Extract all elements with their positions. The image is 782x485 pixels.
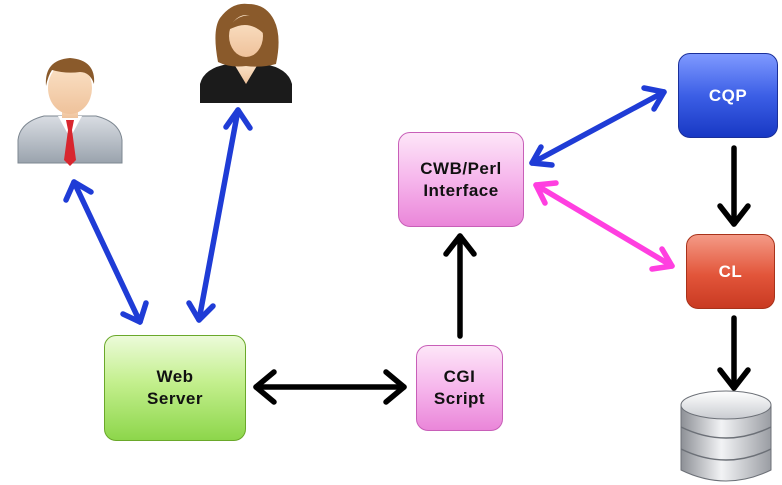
cgi-script-node: CGI Script bbox=[416, 345, 503, 431]
cwb-perl-interface-node: CWB/Perl Interface bbox=[398, 132, 524, 227]
arrow-cqp-cl bbox=[717, 145, 751, 227]
database-icon bbox=[680, 390, 772, 482]
arrow-cl-database bbox=[717, 315, 751, 391]
cqp-node: CQP bbox=[678, 53, 778, 138]
user-male-icon bbox=[17, 58, 123, 166]
arrow-cwb-cqp bbox=[529, 85, 667, 168]
arrow-web-cgi bbox=[253, 369, 407, 405]
cwb-perl-label-2: Interface bbox=[423, 180, 499, 200]
cgi-script-label-1: CGI bbox=[443, 367, 476, 386]
cgi-script-label-2: Script bbox=[433, 389, 486, 408]
web-server-node: Web Server bbox=[104, 335, 246, 441]
arrow-cgi-cwb bbox=[443, 233, 477, 339]
cl-label: CL bbox=[718, 261, 743, 281]
arrow-user-web-server-2 bbox=[186, 107, 253, 323]
arrow-cwb-cl bbox=[533, 180, 675, 272]
arrow-user-web-server bbox=[63, 179, 149, 325]
cqp-label: CQP bbox=[708, 85, 748, 105]
web-server-label-1: Web bbox=[156, 367, 194, 386]
cwb-perl-label-1: CWB/Perl bbox=[420, 158, 502, 178]
web-server-label-2: Server bbox=[147, 389, 203, 408]
user-female-icon bbox=[200, 3, 292, 103]
cl-node: CL bbox=[686, 234, 775, 309]
